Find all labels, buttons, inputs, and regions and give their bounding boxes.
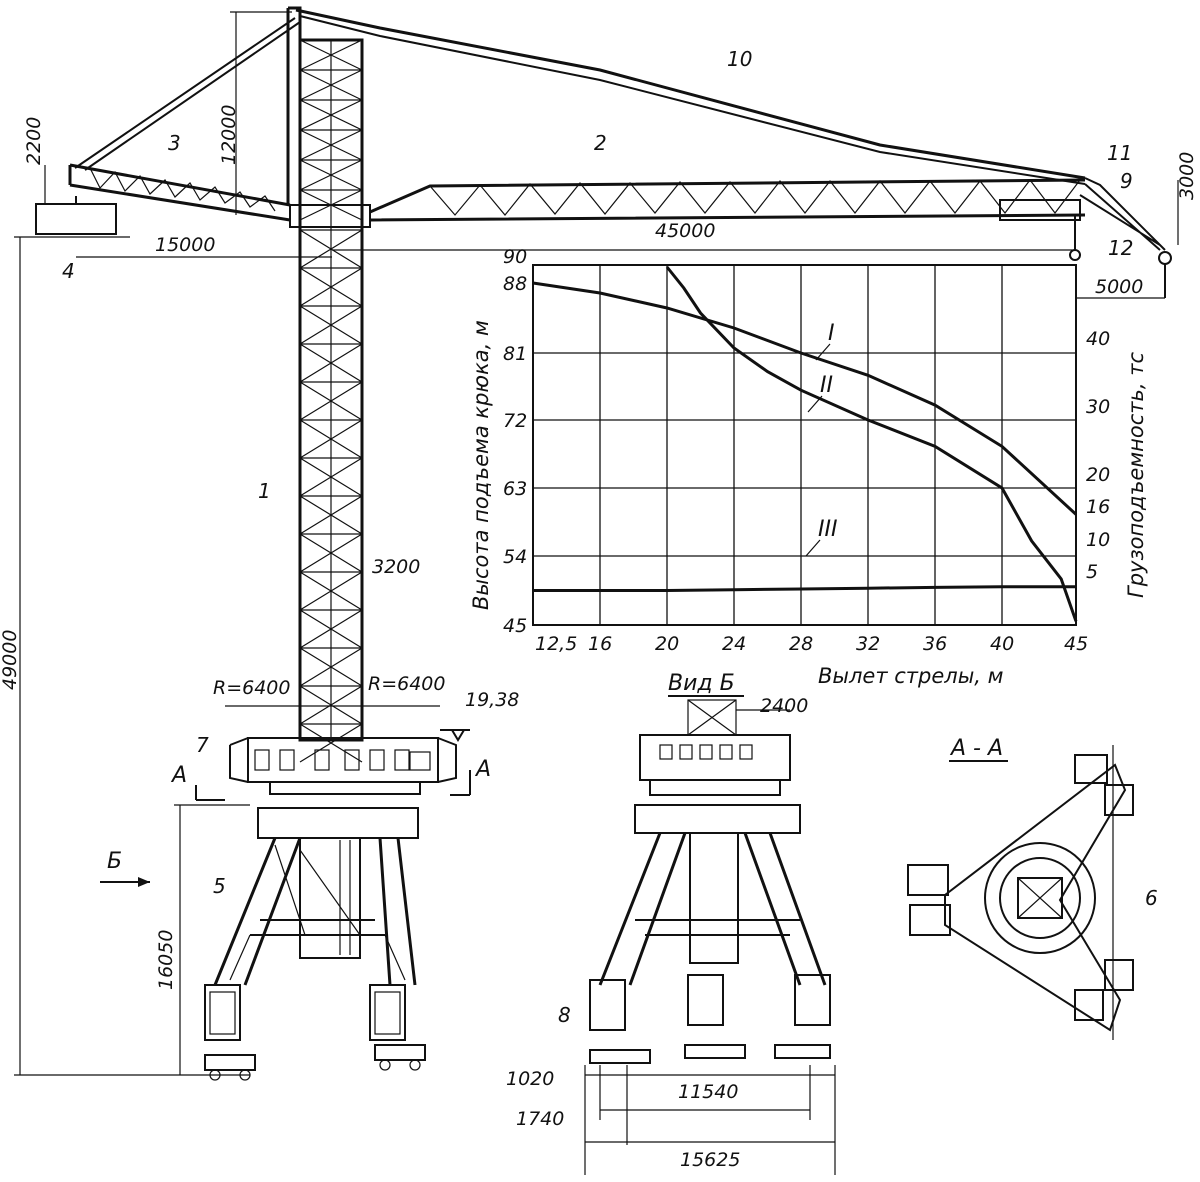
chart-series-line-II xyxy=(665,266,1078,622)
dim-3000: 3000 xyxy=(1176,152,1198,200)
view-b xyxy=(589,699,831,1064)
chart-frame xyxy=(532,264,1077,626)
section-aa xyxy=(907,745,1134,1040)
dim-r-right: R=6400 xyxy=(368,673,445,695)
dim-12000: 12000 xyxy=(218,105,240,165)
chart-series-leader-III xyxy=(805,539,821,557)
section-a-left: A xyxy=(170,763,187,788)
label-part-6: 6 xyxy=(1145,886,1158,910)
chart-y-left-ticks: 45 54 63 72 81 88 90 xyxy=(503,246,527,637)
chart-y-left-tick-label: 88 xyxy=(503,273,527,295)
chart-y-left-tick-label: 90 xyxy=(503,246,527,268)
dim-49000: 49000 xyxy=(0,630,21,690)
chart-x-tick-label: 36 xyxy=(923,633,947,655)
dim-15000: 15000 xyxy=(155,234,215,256)
chart-y-left-tick-label: 54 xyxy=(503,546,527,568)
chart-y-right-tick-label: 5 xyxy=(1086,561,1098,583)
chart-y-right-tick-label: 10 xyxy=(1086,529,1110,551)
label-part-8: 8 xyxy=(558,1003,571,1027)
chart-x-tick-label: 24 xyxy=(722,633,746,655)
chart-y-left-tick-label: 63 xyxy=(503,478,527,500)
view-b-title: Вид Б xyxy=(668,671,735,696)
dim-45000: 45000 xyxy=(655,220,715,242)
chart-x-tick-label: 20 xyxy=(655,633,679,655)
label-part-1: 1 xyxy=(258,479,271,503)
chart-x-tick-label: 40 xyxy=(990,633,1014,655)
dim-15625: 15625 xyxy=(680,1149,740,1171)
chart-xlabel: Вылет стрелы, м xyxy=(818,664,1004,688)
chart-x-tick-label: 32 xyxy=(856,633,880,655)
label-part-11: 11 xyxy=(1107,141,1132,165)
dim-1740: 1740 xyxy=(516,1108,564,1130)
chart-y-left-tick-label: 72 xyxy=(503,410,527,432)
chart-y-left-tick-label: 81 xyxy=(503,343,527,365)
dim-5000: 5000 xyxy=(1095,276,1143,298)
chart-x-ticks: 12,5 16 20 24 28 32 36 40 45 xyxy=(535,633,1088,655)
labels: 1 2 3 4 5 6 7 8 9 10 11 12 2200 12000 15… xyxy=(0,47,1198,1171)
dim-r-left: R=6400 xyxy=(213,677,290,699)
dim-elevation: 19,38 xyxy=(465,689,519,711)
chart-y-right-tick-label: 20 xyxy=(1086,464,1110,486)
chart-series-label-III: III xyxy=(818,517,837,542)
chart-series-leader-II xyxy=(807,395,823,413)
chart-y-right-tick-label: 40 xyxy=(1086,328,1110,350)
chart-x-tick-label: 28 xyxy=(789,633,813,655)
dim-2400: 2400 xyxy=(760,695,808,717)
chart-y-left-tick-label: 45 xyxy=(503,615,527,637)
label-part-9: 9 xyxy=(1120,169,1133,193)
chart-grid-y xyxy=(533,352,1076,557)
dimension-lines xyxy=(14,11,1179,1175)
chart: 12,5 16 20 24 28 32 36 40 45 45 54 63 72 81 88 90 5 10 1… xyxy=(503,246,1110,655)
chart-series-label-II: II xyxy=(820,373,833,398)
chart-series-leader-I xyxy=(815,343,831,361)
label-part-7: 7 xyxy=(196,733,209,757)
chart-series-label-I: I xyxy=(828,321,835,346)
section-a-right: A xyxy=(474,757,491,782)
portal-main xyxy=(204,737,457,1081)
chart-ylabel-left: Высота подъема крюка, м xyxy=(469,320,493,610)
label-part-4: 4 xyxy=(62,259,75,283)
chart-x-tick-label: 16 xyxy=(588,633,612,655)
chart-ylabel-right: Грузоподъемность, тс xyxy=(1124,352,1148,598)
label-part-10: 10 xyxy=(727,47,752,71)
chart-y-right-tick-label: 30 xyxy=(1086,396,1110,418)
view-b-arrow-label: Б xyxy=(107,849,122,874)
dim-11540: 11540 xyxy=(678,1081,738,1103)
label-part-3: 3 xyxy=(168,131,181,155)
dim-1020: 1020 xyxy=(506,1068,554,1090)
chart-x-tick-label: 45 xyxy=(1064,633,1088,655)
label-part-5: 5 xyxy=(213,874,226,898)
dim-3200: 3200 xyxy=(372,556,420,578)
label-part-2: 2 xyxy=(594,131,607,155)
chart-x-tick-label: 12,5 xyxy=(535,633,577,655)
tower xyxy=(289,38,371,763)
chart-series-line-I xyxy=(532,281,1078,516)
chart-grid-x xyxy=(599,265,1003,625)
chart-y-right-ticks: 5 10 16 20 30 40 xyxy=(1086,328,1110,583)
label-part-12: 12 xyxy=(1108,236,1133,260)
boom-assembly xyxy=(35,6,1172,298)
chart-series-line-III xyxy=(533,585,1076,592)
dim-16050: 16050 xyxy=(155,930,177,990)
section-aa-title: A - A xyxy=(949,736,1003,761)
dim-2200: 2200 xyxy=(23,117,45,165)
chart-y-right-tick-label: 16 xyxy=(1086,496,1110,518)
